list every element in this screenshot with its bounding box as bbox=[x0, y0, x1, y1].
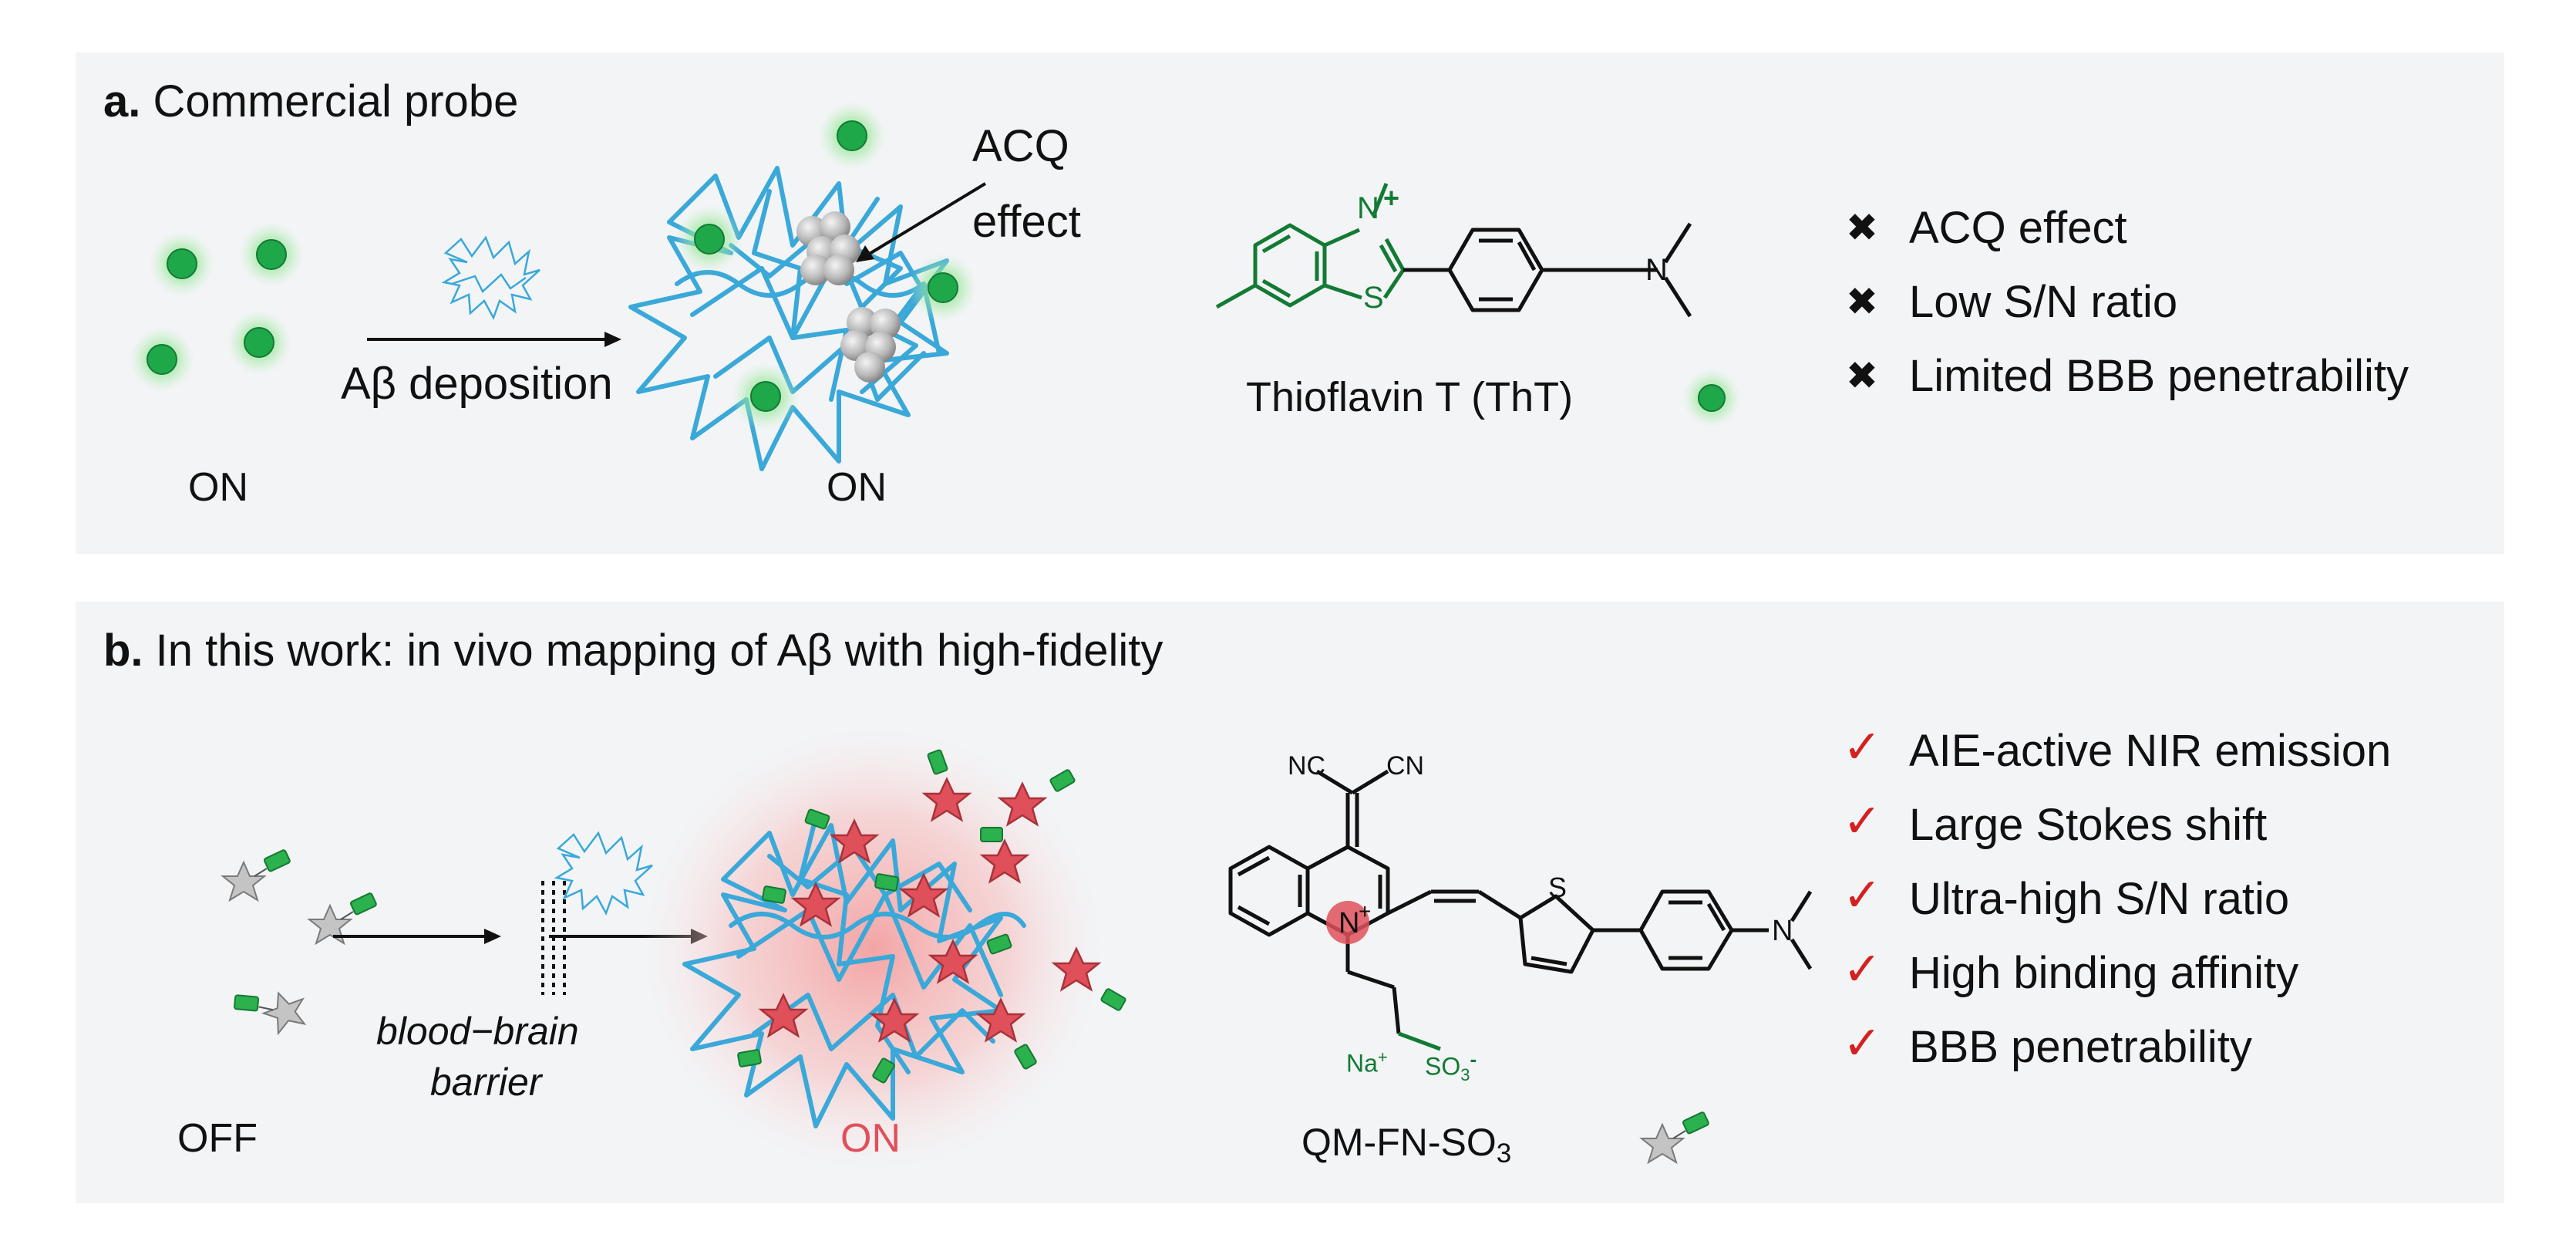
qm-name: QM-FN-SO3 bbox=[1301, 1121, 1512, 1169]
green-tag bbox=[980, 827, 1003, 842]
check-icon: ✓ bbox=[1843, 869, 1882, 921]
acq-label-line1: ACQ bbox=[972, 121, 1069, 171]
feature-item: Large Stokes shift bbox=[1909, 800, 2268, 850]
panel-b: b. In this work: in vivo mapping of Aβ w… bbox=[76, 602, 2504, 1203]
cross-icon: ✖ bbox=[1846, 206, 1878, 249]
qm-atom-nme2: N bbox=[1772, 915, 1793, 947]
probe-dot bbox=[130, 327, 194, 392]
qm-fn-so3-structure bbox=[1228, 769, 1813, 1051]
abeta-fibril-icon bbox=[441, 235, 540, 321]
tht-atom-n: N bbox=[1357, 191, 1379, 225]
qm-atom-n-plus: + bbox=[1359, 899, 1372, 923]
cross-icon: ✖ bbox=[1846, 280, 1878, 323]
acq-label-line2: effect bbox=[972, 197, 1081, 247]
check-icon: ✓ bbox=[1843, 721, 1882, 773]
panel-a-title: a. Commercial probe bbox=[103, 76, 518, 127]
deposition-arrow bbox=[367, 332, 621, 347]
panel-a-right-state: ON bbox=[827, 465, 887, 510]
abeta-fibril-icon-b bbox=[554, 831, 653, 916]
feature-item: AIE-active NIR emission bbox=[1909, 726, 2392, 776]
panel-b-left-state: OFF bbox=[177, 1116, 258, 1161]
gray-probe bbox=[222, 848, 291, 901]
feature-item: Low S/N ratio bbox=[1909, 277, 2178, 327]
acq-cluster bbox=[796, 211, 860, 285]
fibril-network-b bbox=[682, 815, 1026, 1128]
qm-atom-nc: NC bbox=[1288, 751, 1326, 781]
abeta-aggregate-b bbox=[641, 725, 1127, 1172]
panel-a: a. Commercial probe bbox=[76, 52, 2504, 554]
acq-cluster bbox=[840, 307, 901, 383]
qm-atom-s: S bbox=[1548, 872, 1567, 903]
panel-a-title-text: Commercial probe bbox=[153, 76, 519, 126]
sulfonate-group: SO3- bbox=[1425, 1047, 1477, 1085]
probe-dot bbox=[227, 310, 291, 375]
abeta-aggregate-a bbox=[628, 102, 987, 471]
bound-probe bbox=[909, 254, 977, 322]
feature-item: ACQ effect bbox=[1909, 203, 2127, 253]
tht-atom-nme2: N bbox=[1645, 253, 1668, 287]
barrier-label-line2: barrier bbox=[430, 1061, 542, 1104]
panel-a-arrow-label: Aβ deposition bbox=[341, 359, 613, 409]
qm-legend-probe bbox=[1641, 1111, 1710, 1163]
feature-item: High binding affinity bbox=[1909, 948, 2299, 998]
n-plus-highlight bbox=[1326, 901, 1369, 944]
green-tag bbox=[736, 1048, 763, 1068]
green-tag bbox=[761, 885, 787, 905]
tht-legend-dot bbox=[1682, 369, 1741, 427]
panel-b-right-state: ON bbox=[840, 1116, 901, 1161]
check-icon: ✓ bbox=[1843, 1017, 1882, 1069]
panel-a-artwork bbox=[130, 102, 1741, 471]
check-icon: ✓ bbox=[1843, 795, 1882, 847]
panel-b-title: b. In this work: in vivo mapping of Aβ w… bbox=[103, 625, 1163, 676]
probe-dot bbox=[239, 222, 304, 287]
bound-probe bbox=[732, 363, 800, 430]
feature-item: Ultra-high S/N ratio bbox=[1909, 874, 2290, 924]
bound-probe bbox=[818, 102, 886, 170]
probe-dot bbox=[150, 231, 214, 296]
panel-a-letter: a. bbox=[103, 76, 141, 126]
free-probes-a bbox=[130, 222, 304, 392]
gray-probe bbox=[229, 973, 312, 1046]
counter-ion: Na+ bbox=[1346, 1047, 1388, 1078]
cross-icon: ✖ bbox=[1846, 354, 1878, 397]
barrier-label-line1: blood−brain bbox=[376, 1010, 579, 1053]
green-tag bbox=[1049, 768, 1076, 793]
green-tag bbox=[874, 872, 900, 892]
check-icon: ✓ bbox=[1843, 943, 1882, 995]
feature-item: BBB penetrability bbox=[1909, 1022, 2252, 1072]
tht-name: Thioflavin T (ThT) bbox=[1246, 374, 1574, 420]
free-probes-b bbox=[222, 848, 378, 1046]
panel-a-left-state: ON bbox=[188, 465, 248, 510]
bound-probe bbox=[675, 205, 743, 273]
tht-structure bbox=[1215, 183, 1692, 318]
green-tag bbox=[1099, 987, 1127, 1012]
panel-b-artwork bbox=[222, 725, 1813, 1172]
bbb-arrow-1 bbox=[333, 929, 501, 944]
panel-b-title-text: In this work: in vivo mapping of Aβ with… bbox=[155, 626, 1163, 676]
feature-item: Limited BBB penetrability bbox=[1909, 351, 2409, 401]
tht-atom-s: S bbox=[1363, 281, 1384, 315]
tht-atom-plus: + bbox=[1383, 182, 1400, 214]
qm-atom-n: N bbox=[1339, 907, 1360, 939]
panel-b-letter: b. bbox=[103, 626, 143, 676]
qm-atom-cn: CN bbox=[1386, 751, 1425, 781]
